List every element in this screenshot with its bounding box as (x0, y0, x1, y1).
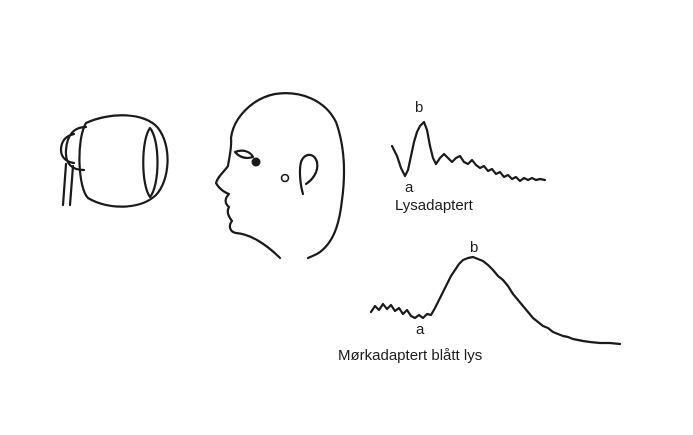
dark-adapted-caption: Mørkadaptert blått lys (338, 348, 482, 363)
light-adapted-b-wave-label: b (415, 100, 423, 115)
electrode-dot (252, 158, 261, 167)
dome-outline (79, 115, 167, 206)
dark-adapted-a-wave-label: a (416, 322, 424, 337)
light-adapted-caption: Lysadaptert (395, 198, 473, 213)
stand-left (63, 164, 66, 205)
stand-right (70, 166, 73, 205)
dark-adapted-erg-trace (371, 257, 620, 344)
stimulator-dome-illustration (61, 115, 168, 206)
dome-rim (143, 128, 157, 197)
light-adapted-a-wave-label: a (405, 180, 413, 195)
head-profile-illustration (216, 93, 344, 258)
face-profile (216, 93, 344, 258)
eyelid (235, 151, 253, 158)
light-adapted-erg-trace (392, 122, 545, 181)
reference-electrode (282, 175, 289, 182)
ear (300, 155, 317, 194)
dark-adapted-b-wave-label: b (470, 240, 478, 255)
